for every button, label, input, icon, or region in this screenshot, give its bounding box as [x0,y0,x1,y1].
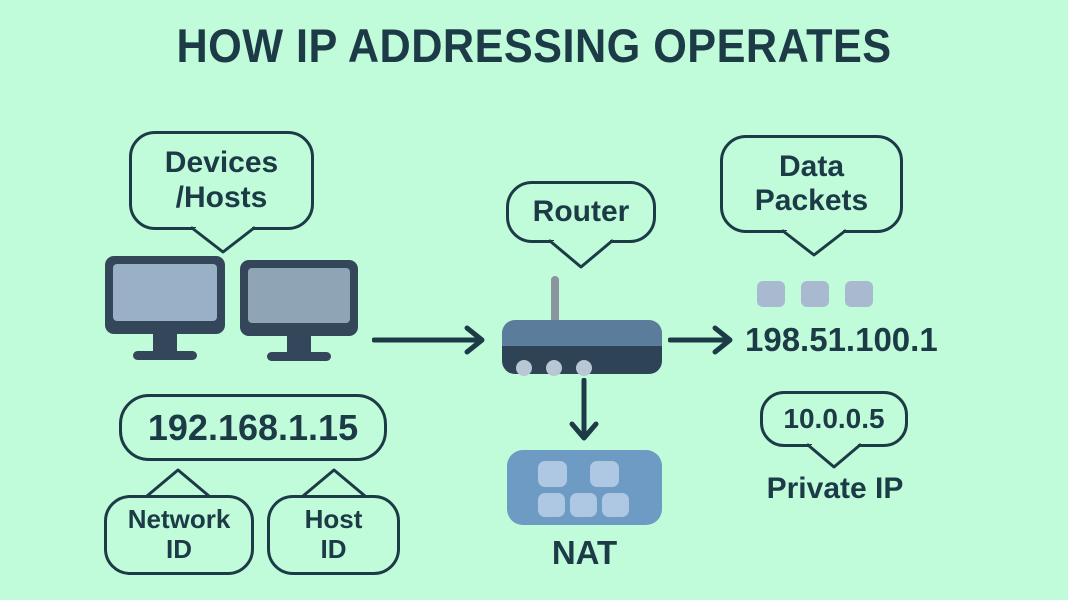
bubble-data-packets-line1: Data [778,149,845,183]
bubble-network-id: Network ID [104,495,254,575]
data-packet-icon [845,281,873,307]
bubble-ip-10-0-0-5-tail [806,439,862,469]
monitor-icon-left [105,256,225,361]
router-bottom-shell [502,346,662,376]
bubble-ip-10-0-0-5: 10.0.0.5 [760,391,908,447]
monitor-base [267,352,331,361]
bubble-network-id-line1: Network [127,504,231,535]
bubble-router-tail [548,235,614,269]
nat-cell [570,493,597,517]
nat-cell [602,493,629,517]
bubble-host-id: Host ID [267,495,400,575]
bubble-ip-value: 192.168.1.15 [147,406,359,448]
monitor-neck [153,334,177,351]
router-led [516,360,532,376]
nat-grid-icon [507,450,662,525]
nat-cell [538,461,567,487]
public-ip-label: 198.51.100.1 [745,321,938,358]
bubble-host-id-line2: ID [320,534,347,564]
router-led [546,360,562,376]
bubble-host-id-tail [301,468,367,502]
monitor-body [105,256,225,334]
bubble-router-label: Router [532,194,630,228]
data-packet-icon [801,281,829,307]
page-title: HOW IP ADDRESSING OPERATES [176,19,892,72]
nat-cell [538,493,565,517]
monitor-screen [248,268,350,323]
bubble-data-packets-line2: Packets [754,184,869,217]
nat-label: NAT [551,534,618,571]
router-icon [502,276,662,376]
bubble-devices-hosts: Devices /Hosts [129,131,314,230]
data-packet-icon-group [757,281,873,307]
arrow-right-icon-router-to-ip [668,325,733,355]
bubble-ip-192-168-1-15: 192.168.1.15 [119,394,387,461]
arrow-down-icon-router-to-nat [569,378,599,441]
router-antenna [551,276,559,324]
bubble-router: Router [506,181,656,243]
bubble-devices-hosts-tail [190,222,256,254]
monitor-body [240,260,358,336]
bubble-network-id-tail [145,468,211,502]
data-packet-icon [757,281,785,307]
arrow-right-icon-hosts-to-router [372,325,485,355]
bubble-private-ip-value: 10.0.0.5 [783,403,885,435]
monitor-icon-right [240,260,358,361]
bubble-devices-hosts-line2: /Hosts [175,180,268,214]
bubble-data-packets: Data Packets [720,135,903,233]
monitor-screen [113,264,217,321]
monitor-base [133,351,197,360]
bubble-host-id-line1: Host [304,504,363,535]
monitor-neck [287,336,311,352]
bubble-devices-hosts-line1: Devices [164,146,279,180]
private-ip-label: Private IP [766,472,904,505]
bubble-network-id-line2: ID [166,534,192,564]
nat-cell [590,461,619,487]
router-top-shell [502,320,662,346]
bubble-data-packets-tail [781,225,847,257]
router-led [576,360,592,376]
